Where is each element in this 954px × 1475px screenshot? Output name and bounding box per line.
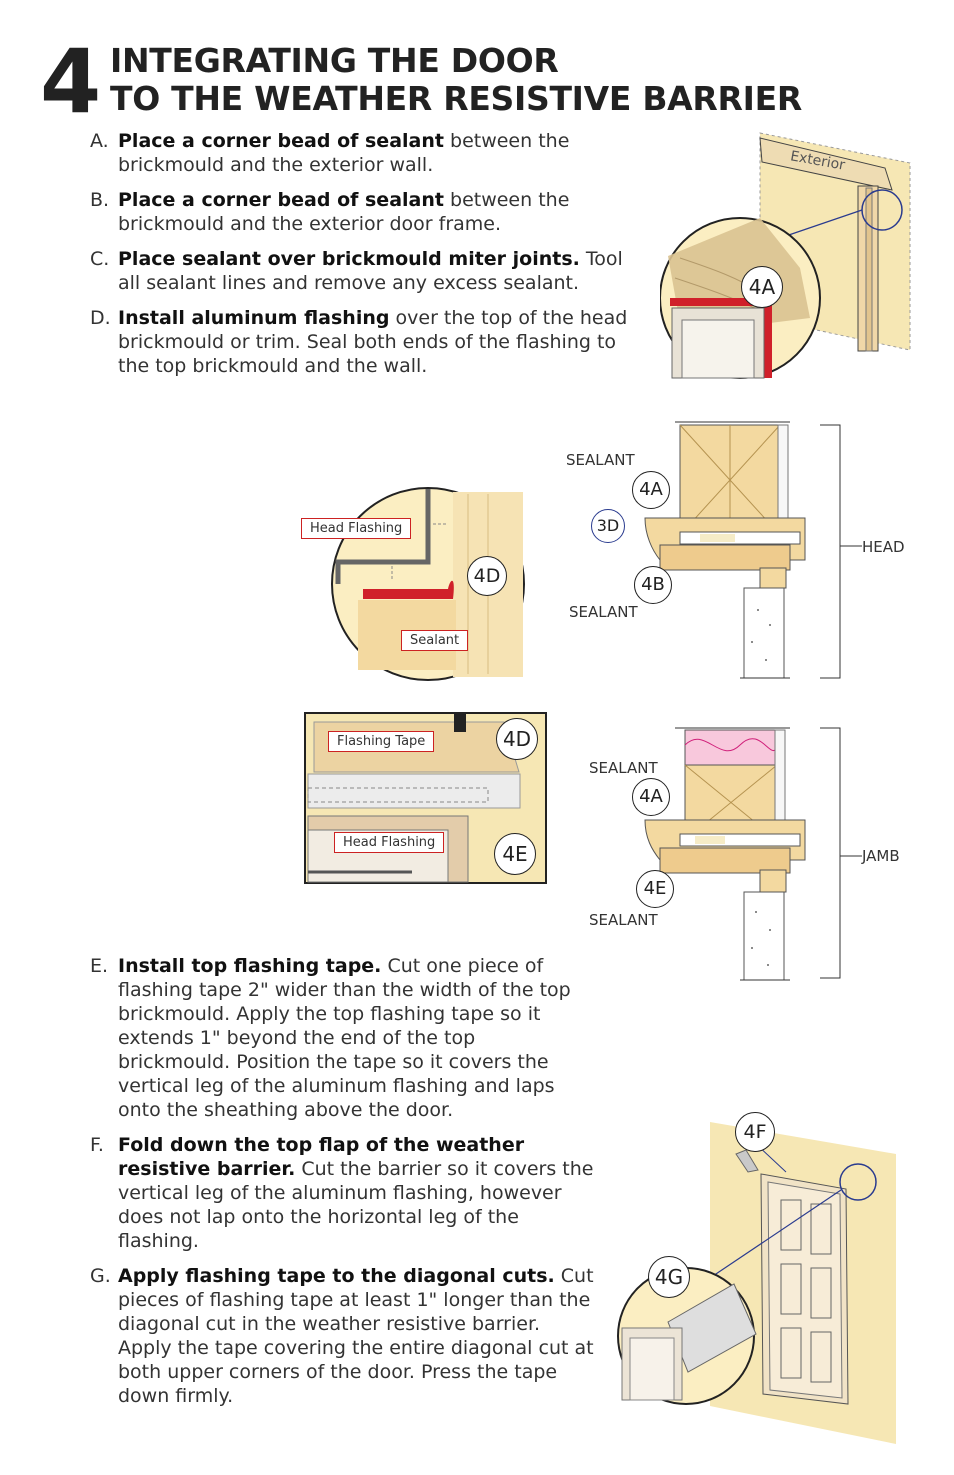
step-text: Cut the barrier so it covers the vertica… bbox=[118, 1158, 594, 1252]
label-sealant: SEALANT bbox=[566, 451, 635, 469]
step-text: Tool all sealant lines and remove any ex… bbox=[118, 248, 623, 294]
step-b: B. Place a corner bead of sealant between… bbox=[90, 188, 588, 236]
badge-4e: 4E bbox=[636, 870, 674, 908]
step-a: A. Place a corner bead of sealant between… bbox=[90, 129, 588, 177]
step-g: G. Apply flashing tape to the diagonal cu… bbox=[90, 1264, 598, 1408]
step-letter: G. bbox=[90, 1265, 111, 1287]
step-bold: Place sealant over brickmould miter join… bbox=[118, 248, 580, 270]
callout-head-flashing: Head Flashing bbox=[334, 832, 445, 853]
badge-4a: 4A bbox=[632, 471, 670, 509]
callout-head-flashing: Head Flashing bbox=[301, 518, 412, 539]
step-bold: Place a corner bead of sealant bbox=[118, 130, 444, 152]
step-letter: B. bbox=[90, 189, 110, 211]
label-sealant: SEALANT bbox=[589, 759, 658, 777]
figure-head-section bbox=[644, 421, 862, 679]
badge-4a: 4A bbox=[632, 778, 670, 816]
step-bold: Apply flashing tape to the diagonal cuts… bbox=[118, 1265, 555, 1287]
step-letter: D. bbox=[90, 307, 111, 329]
step-e: E. Install top flashing tape. Cut one pie… bbox=[90, 954, 593, 1122]
step-text: Cut one piece of flashing tape 2" wider … bbox=[118, 955, 571, 1121]
badge-4d: 4D bbox=[496, 718, 538, 760]
step-text: over the top of the head brickmould or t… bbox=[118, 307, 628, 377]
step-letter: F. bbox=[90, 1134, 104, 1156]
badge-4g: 4G bbox=[648, 1256, 690, 1298]
badge-4d: 4D bbox=[467, 556, 507, 596]
step-letter: A. bbox=[90, 130, 109, 152]
step-f: F. Fold down the top flap of the weather … bbox=[90, 1133, 598, 1253]
badge-4a: 4A bbox=[741, 266, 783, 308]
label-sealant: SEALANT bbox=[589, 911, 658, 929]
section-number: 4 bbox=[40, 30, 102, 133]
badge-4b: 4B bbox=[634, 566, 672, 604]
figure-4a bbox=[660, 132, 911, 379]
figure-jamb-section bbox=[644, 727, 862, 981]
step-text: Cut pieces of flashing tape at least 1" … bbox=[118, 1265, 594, 1407]
section-title: INTEGRATING THE DOOR TO THE WEATHER RESI… bbox=[110, 42, 802, 118]
step-bold: Install aluminum flashing bbox=[118, 307, 390, 329]
badge-3d: 3D bbox=[591, 509, 625, 543]
step-letter: E. bbox=[90, 955, 109, 977]
callout-sealant: Sealant bbox=[401, 630, 469, 651]
step-bold: Place a corner bead of sealant bbox=[118, 189, 444, 211]
step-text: between the brickmould and the exterior … bbox=[118, 189, 570, 235]
step-d: D. Install aluminum flashing over the top… bbox=[90, 306, 638, 378]
step-text: between the brickmould and the exterior … bbox=[118, 130, 570, 176]
step-c: C. Place sealant over brickmould miter jo… bbox=[90, 247, 623, 295]
step-letter: C. bbox=[90, 248, 110, 270]
label-head: HEAD bbox=[862, 538, 905, 556]
badge-4f: 4F bbox=[735, 1112, 775, 1152]
step-bold: Fold down the top flap of the weather re… bbox=[118, 1134, 525, 1180]
label-sealant: SEALANT bbox=[569, 603, 638, 621]
badge-4e: 4E bbox=[494, 833, 536, 875]
label-jamb: JAMB bbox=[862, 847, 900, 865]
figure-4f-4g-door bbox=[617, 1122, 896, 1444]
step-bold: Install top flashing tape. bbox=[118, 955, 382, 977]
section-title-line2: TO THE WEATHER RESISTIVE BARRIER bbox=[110, 79, 802, 118]
callout-flashing-tape: Flashing Tape bbox=[328, 731, 435, 752]
section-title-line1: INTEGRATING THE DOOR bbox=[110, 41, 559, 80]
